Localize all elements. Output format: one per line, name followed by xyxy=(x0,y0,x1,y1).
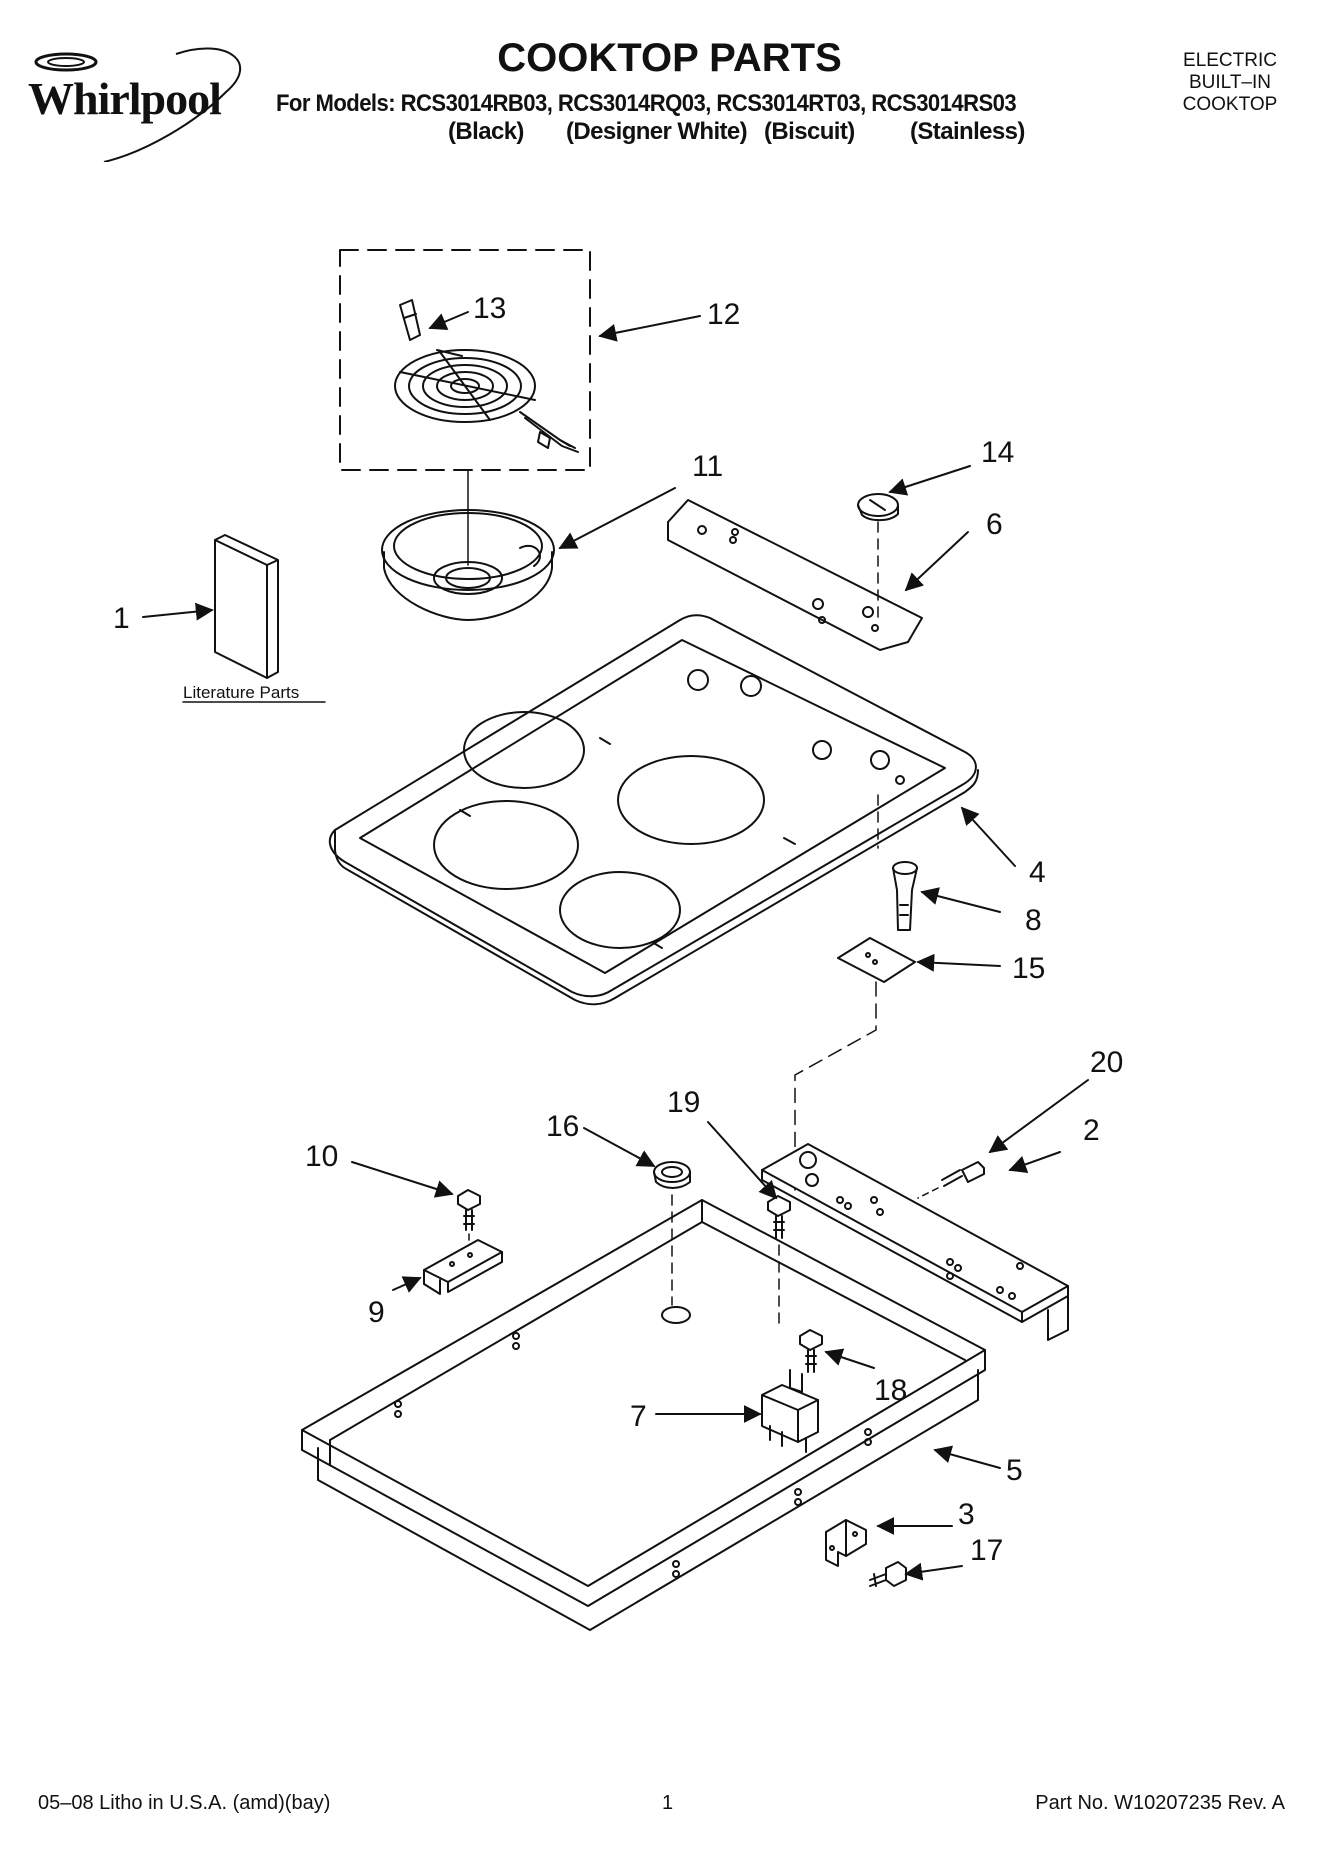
color-biscuit: (Biscuit) xyxy=(764,118,855,145)
part-12-surface-element xyxy=(394,349,579,453)
brand-name: Whirlpool xyxy=(28,73,222,124)
footer-page-number: 1 xyxy=(662,1792,674,1814)
callout-14: 14 xyxy=(981,436,1014,469)
part-5-burner-box xyxy=(301,1199,986,1631)
part-9-bracket xyxy=(423,1239,503,1295)
part-20-screw xyxy=(917,1161,985,1199)
type-line-2: BUILT–IN xyxy=(1188,72,1271,93)
callout-20: 20 xyxy=(1090,1046,1123,1079)
part-15-pad xyxy=(794,937,916,1191)
callout-16: 16 xyxy=(546,1110,579,1143)
callout-13: 13 xyxy=(473,292,506,325)
part-16-grommet xyxy=(653,1161,691,1306)
color-stainless: (Stainless) xyxy=(910,118,1025,145)
part-3-mounting-bracket xyxy=(825,1519,867,1567)
part-13-clip xyxy=(399,299,421,341)
callout-5: 5 xyxy=(1006,1454,1023,1487)
callout-6: 6 xyxy=(986,508,1003,541)
callout-numbers: 1 2 3 4 5 6 7 8 9 10 11 12 13 14 15 16 1… xyxy=(113,292,1123,1567)
callout-17: 17 xyxy=(970,1534,1003,1567)
footer-part-number: Part No. W10207235 Rev. A xyxy=(1035,1792,1285,1814)
element-group-box xyxy=(339,249,591,471)
part-4-cooktop-top xyxy=(328,614,979,1006)
logo-swoosh-icon xyxy=(34,47,241,163)
part-14-knob xyxy=(857,493,899,621)
callout-9: 9 xyxy=(368,1296,385,1329)
part-1-literature xyxy=(214,534,279,679)
literature-parts-label: Literature Parts xyxy=(183,683,299,702)
part-17-screw xyxy=(869,1561,907,1587)
type-line-1: ELECTRIC xyxy=(1183,50,1277,71)
callout-7: 7 xyxy=(630,1400,647,1433)
callout-4: 4 xyxy=(1029,856,1046,889)
page-title: COOKTOP PARTS xyxy=(497,36,842,80)
callout-19: 19 xyxy=(667,1086,700,1119)
models-line: For Models: RCS3014RB03, RCS3014RQ03, RC… xyxy=(276,90,1017,117)
part-11-drip-bowl xyxy=(381,469,555,621)
callout-10: 10 xyxy=(305,1140,338,1173)
literature-label-group: Literature Parts xyxy=(183,683,299,702)
whirlpool-logo: Whirlpool xyxy=(26,42,266,163)
callout-8: 8 xyxy=(1025,904,1042,937)
color-black: (Black) xyxy=(448,118,524,145)
callout-1: 1 xyxy=(113,602,130,635)
callout-12: 12 xyxy=(707,298,740,331)
product-type: ELECTRIC BUILT–IN COOKTOP xyxy=(1160,50,1300,116)
part-2-bracket xyxy=(761,1143,1069,1341)
part-6-control-overlay xyxy=(667,499,923,651)
color-designer-white: (Designer White) xyxy=(566,118,748,145)
part-7-infinite-switch xyxy=(761,1369,819,1453)
part-10-screw xyxy=(457,1189,481,1249)
footer-litho: 05–08 Litho in U.S.A. (amd)(bay) xyxy=(38,1792,331,1814)
callout-18: 18 xyxy=(874,1374,907,1407)
callout-11: 11 xyxy=(692,450,723,483)
callout-2: 2 xyxy=(1083,1114,1100,1147)
callout-15: 15 xyxy=(1012,952,1045,985)
callout-3: 3 xyxy=(958,1498,975,1531)
type-line-3: COOKTOP xyxy=(1182,94,1278,115)
part-18-screw xyxy=(799,1329,823,1373)
part-8-indicator-light xyxy=(877,794,918,931)
leader-lines xyxy=(142,311,1089,1581)
part-19-screw xyxy=(767,1195,791,1331)
